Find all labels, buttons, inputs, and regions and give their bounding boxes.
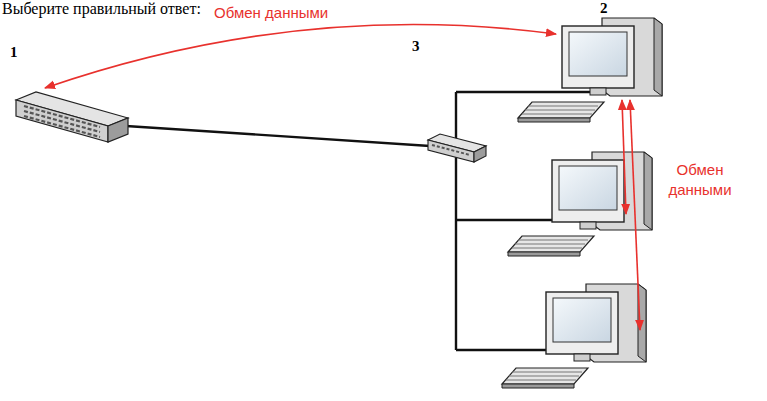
callout-number: 3 bbox=[412, 38, 420, 55]
network-cable bbox=[126, 126, 430, 146]
exchange-arrow bbox=[630, 100, 640, 330]
hub-device bbox=[428, 134, 486, 162]
exchange-label: Обмен данными bbox=[648, 160, 752, 199]
callout-number: 2 bbox=[600, 0, 608, 17]
callout-number: 1 bbox=[10, 44, 18, 61]
computer-icon bbox=[518, 18, 662, 122]
computer-icon bbox=[502, 284, 646, 388]
exchange-arrow bbox=[45, 25, 556, 88]
exchange-arrow bbox=[622, 100, 626, 214]
computer-icon bbox=[508, 152, 652, 256]
question-text: Выберите правильный ответ: bbox=[2, 0, 201, 18]
network-cable bbox=[456, 91, 590, 93]
switch-device bbox=[16, 92, 128, 142]
exchange-label: Обмен данными bbox=[214, 4, 328, 21]
